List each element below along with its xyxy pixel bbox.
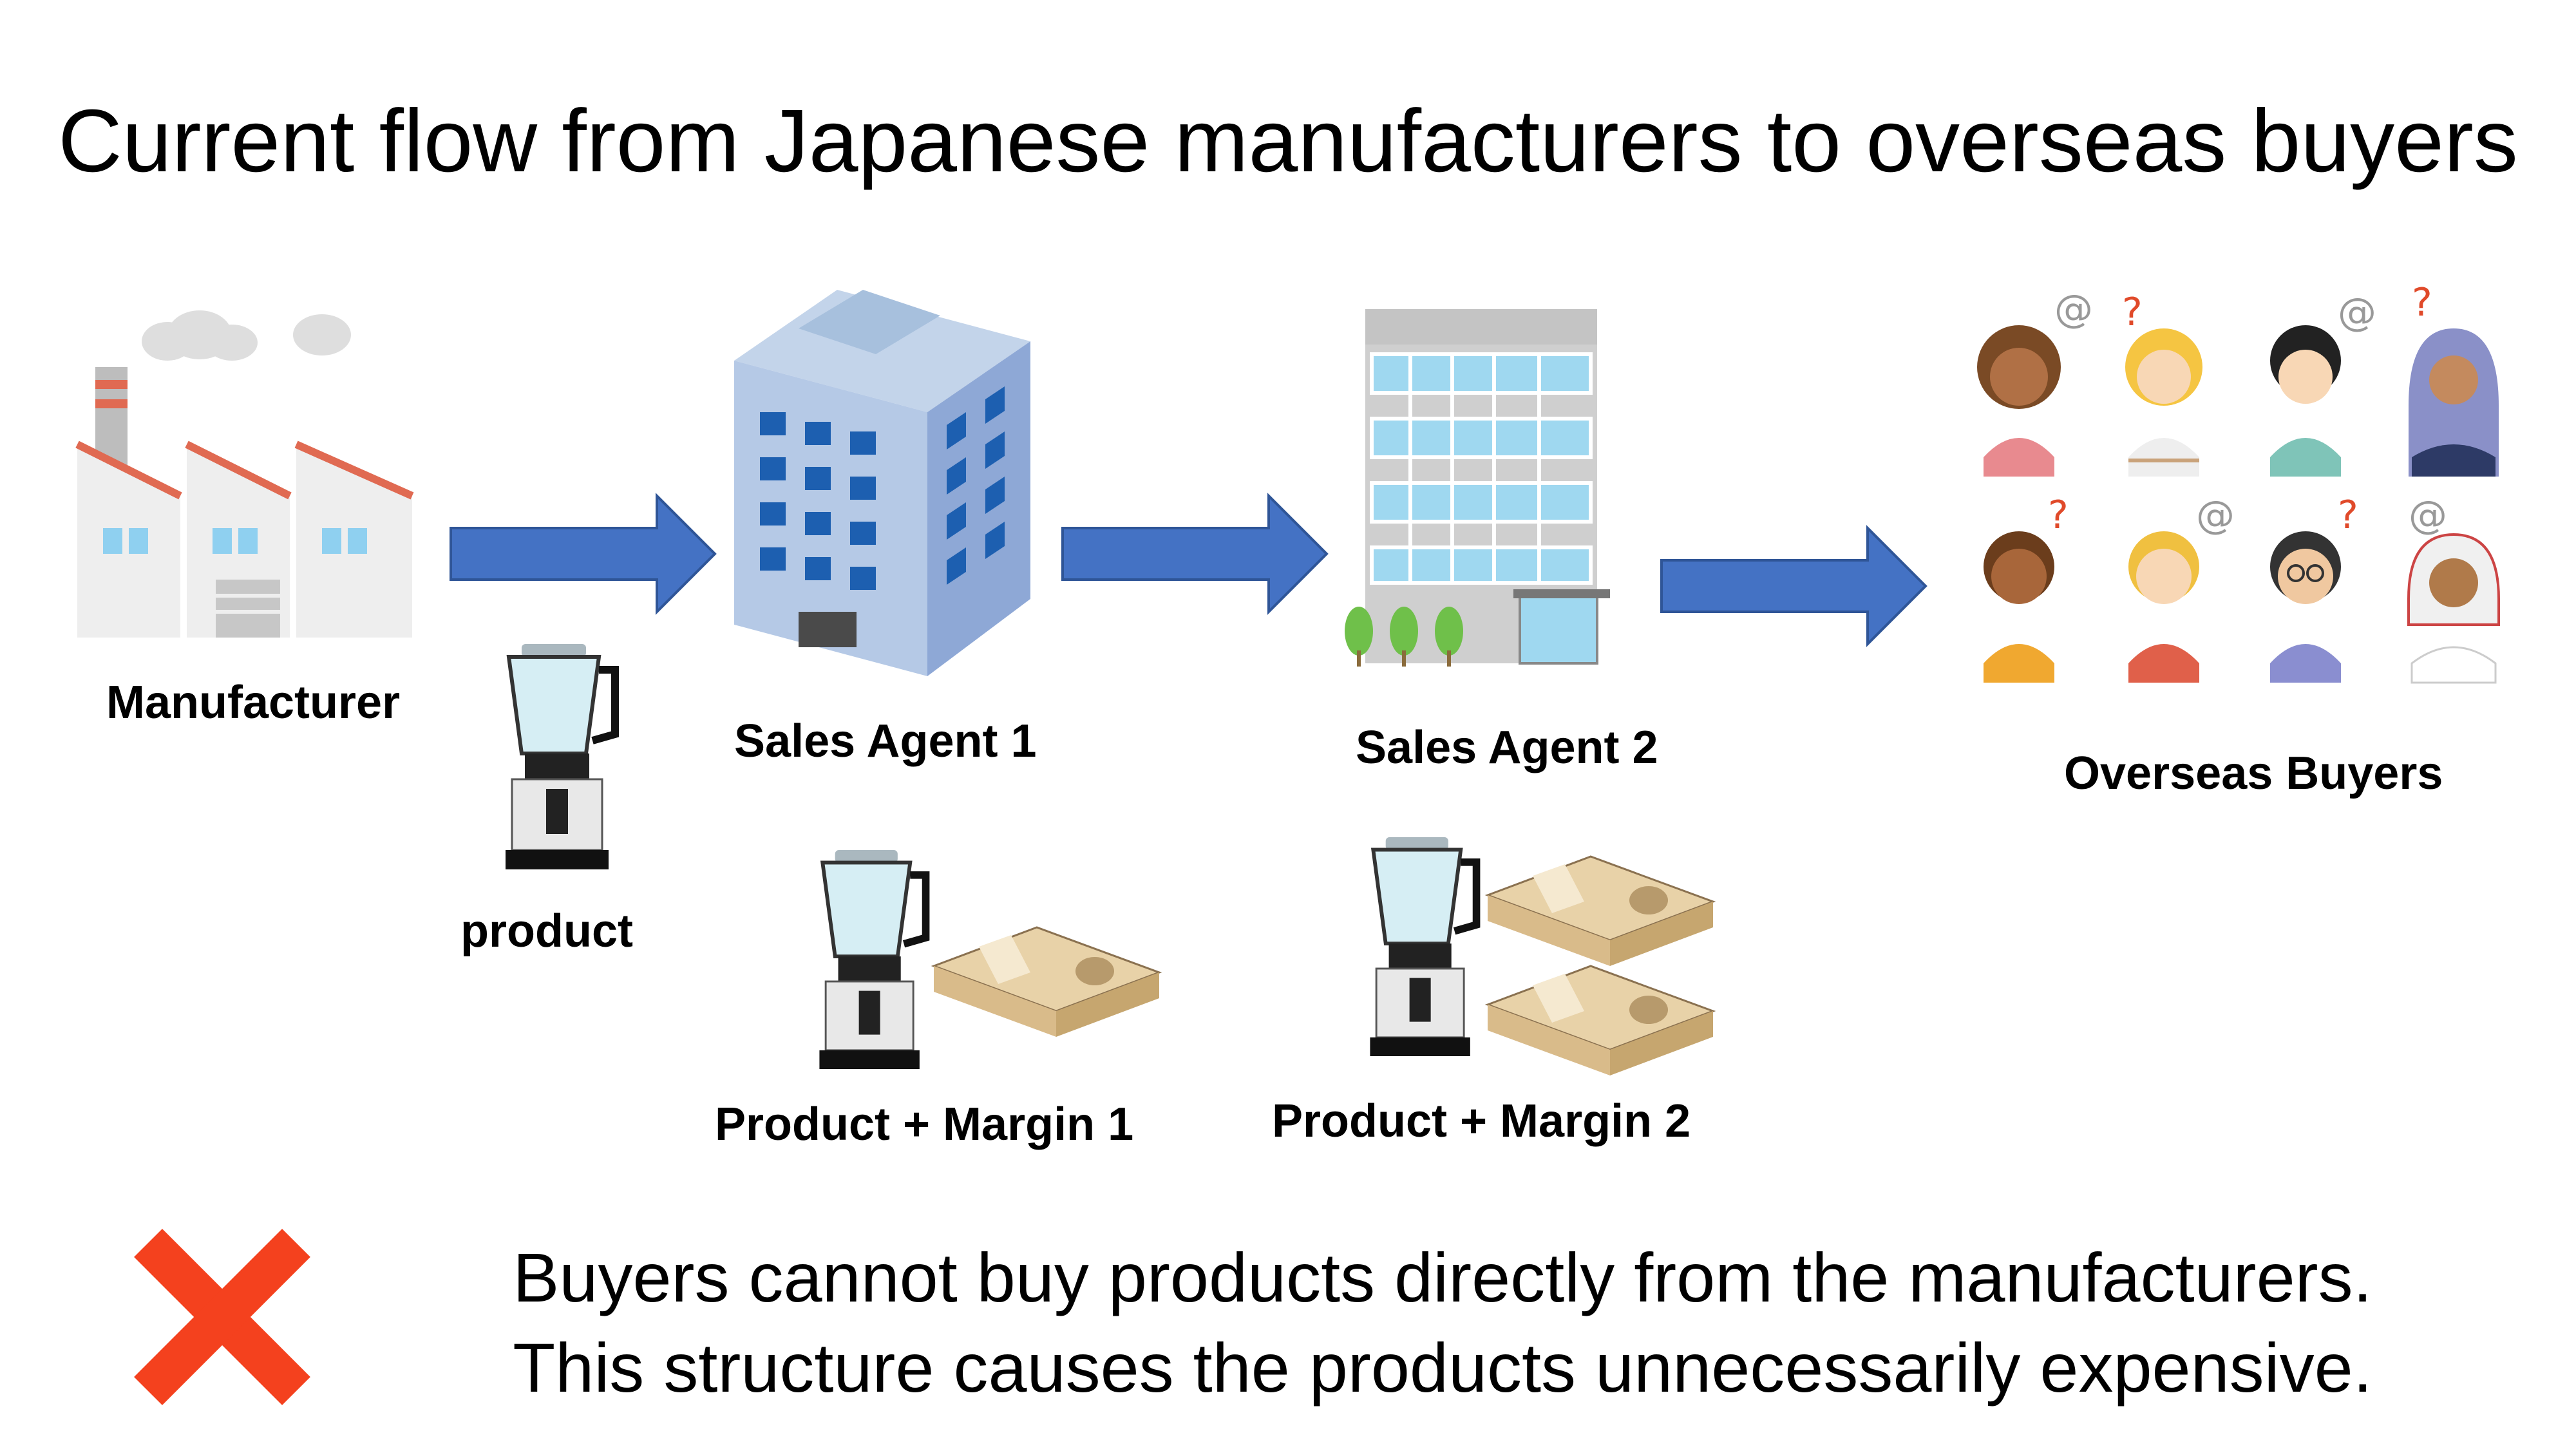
sales-agent-1-label: Sales Agent 1 bbox=[734, 715, 1037, 767]
cross-mark-icon bbox=[134, 1229, 310, 1405]
blender-icon bbox=[506, 644, 619, 869]
blender-icon bbox=[1370, 837, 1481, 1056]
manufacturer-label: Manufacturer bbox=[106, 677, 401, 728]
svg-text:?: ? bbox=[2338, 493, 2358, 538]
office-building-icon bbox=[1345, 309, 1610, 667]
factory-icon bbox=[75, 310, 414, 638]
product-margin-1-label: Product + Margin 1 bbox=[715, 1099, 1134, 1150]
flow-arrow-2 bbox=[1061, 493, 1329, 615]
product-margin-2-label: Product + Margin 2 bbox=[1272, 1095, 1691, 1147]
banknote-bundle-icon bbox=[1484, 855, 1716, 966]
svg-text:@: @ bbox=[2054, 287, 2093, 332]
svg-text:?: ? bbox=[2122, 290, 2143, 335]
svg-text:@: @ bbox=[2409, 493, 2447, 538]
svg-text:@: @ bbox=[2196, 493, 2235, 538]
flow-arrow-1 bbox=[450, 493, 717, 615]
svg-text:@: @ bbox=[2338, 290, 2376, 335]
banknote-bundle-icon bbox=[1484, 965, 1716, 1075]
flow-arrow-3 bbox=[1660, 525, 1927, 647]
office-building-icon bbox=[734, 290, 1030, 676]
banknote-bundle-icon bbox=[931, 926, 1162, 1037]
page-title: Current flow from Japanese manufacturers… bbox=[58, 91, 2518, 191]
conclusion-line-2: This structure causes the products unnec… bbox=[513, 1329, 2372, 1406]
sales-agent-2-label: Sales Agent 2 bbox=[1356, 722, 1658, 773]
product-label: product bbox=[460, 905, 633, 957]
confused-people-icon: @ ? @ ? ? @ ? @ bbox=[1977, 280, 2500, 684]
blender-icon bbox=[819, 850, 930, 1069]
svg-text:?: ? bbox=[2412, 280, 2432, 325]
overseas-buyers-label: Overseas Buyers bbox=[2064, 748, 2443, 799]
svg-text:?: ? bbox=[2048, 493, 2069, 538]
conclusion-line-1: Buyers cannot buy products directly from… bbox=[513, 1238, 2372, 1316]
